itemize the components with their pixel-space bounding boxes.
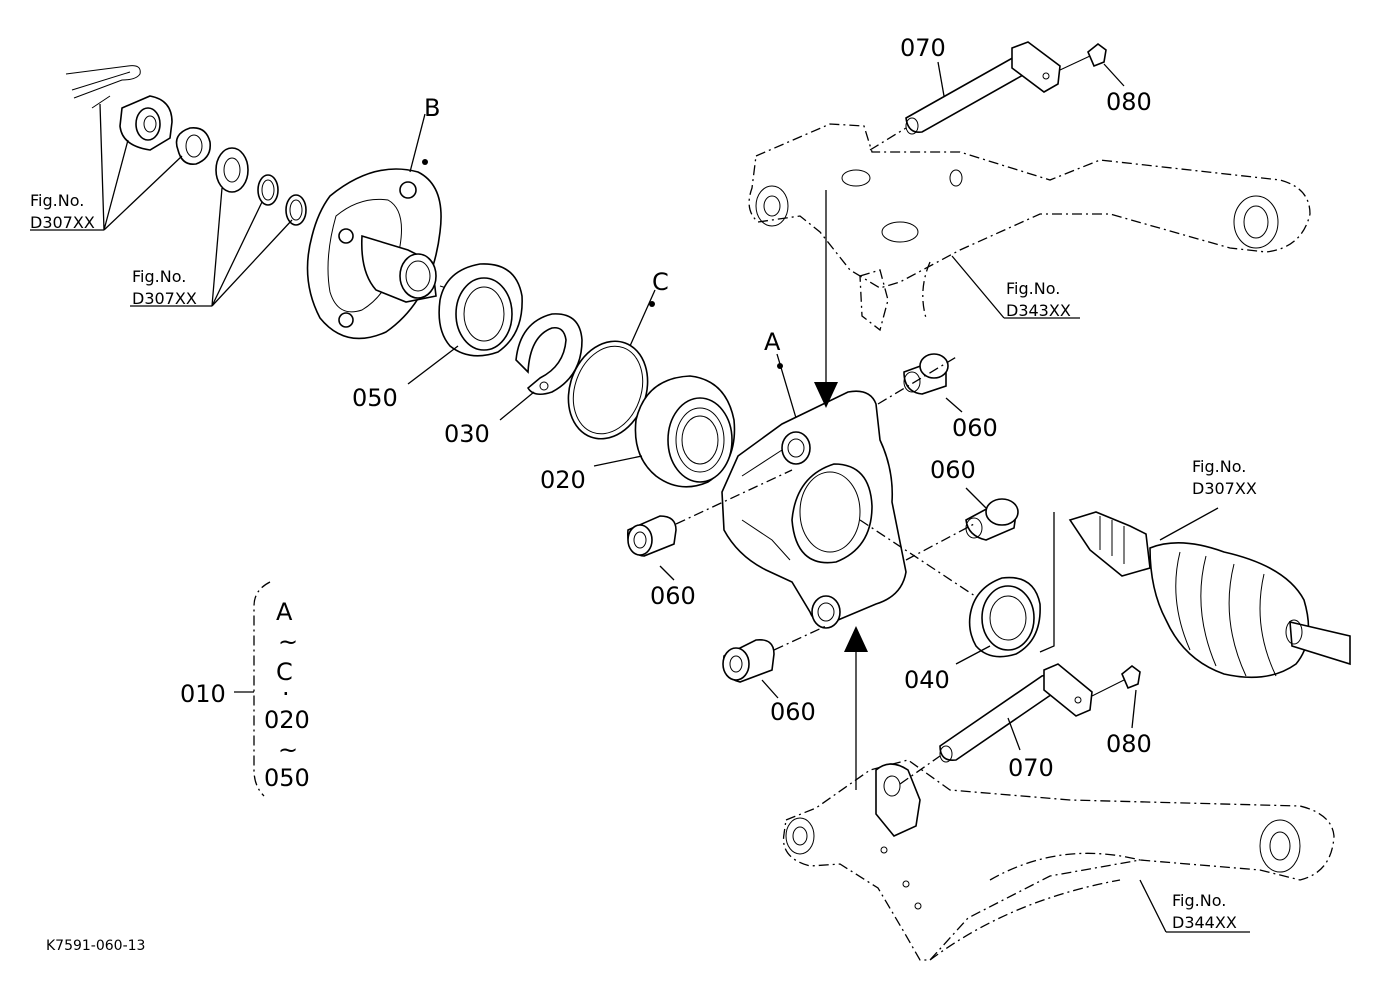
label-020: 020 xyxy=(540,466,586,494)
lock-washer-part xyxy=(175,126,212,166)
label-030: 030 xyxy=(444,420,490,448)
figref-4-line2: D307XX xyxy=(1192,479,1257,498)
bushing-060-a-part xyxy=(903,353,949,395)
label-060-c: 060 xyxy=(650,582,696,610)
assembly-line-050: 050 xyxy=(264,764,310,792)
callout-c: C xyxy=(652,268,669,296)
callout-a: A xyxy=(764,328,781,356)
castle-nut-part xyxy=(119,95,173,151)
assembly-line-a: A xyxy=(276,598,293,626)
label-070-top: 070 xyxy=(900,34,946,62)
assembly-tilde-1: ~ xyxy=(278,628,298,656)
hub-flange-part xyxy=(306,168,481,340)
snap-ring-030-part xyxy=(515,313,583,396)
assembly-code-010: 010 xyxy=(180,680,226,708)
label-070-bottom: 070 xyxy=(1008,754,1054,782)
label-060-b: 060 xyxy=(930,456,976,484)
label-080-top: 080 xyxy=(1106,88,1152,116)
oil-seal-050-part xyxy=(438,263,523,357)
figref-2-line1: Fig.No. xyxy=(132,267,186,286)
label-060-d: 060 xyxy=(770,698,816,726)
oil-seal-040-part xyxy=(968,576,1041,658)
figref-3-line1: Fig.No. xyxy=(1006,279,1060,298)
assembly-line-020: 020 xyxy=(264,706,310,734)
label-060-a: 060 xyxy=(952,414,998,442)
bearing-020-part xyxy=(634,375,736,488)
bolt-080-bottom-part xyxy=(1091,664,1141,697)
bolt-080-top-part xyxy=(1059,42,1107,71)
label-080-bottom: 080 xyxy=(1106,730,1152,758)
bushing-060-b-part xyxy=(965,498,1019,541)
small-ring-2-part xyxy=(285,194,307,226)
assembly-tilde-2: ~ xyxy=(278,736,298,764)
assembly-dot: · xyxy=(282,680,290,708)
label-040: 040 xyxy=(904,666,950,694)
figref-1-line2: D307XX xyxy=(30,213,95,232)
knuckle-housing-part xyxy=(721,390,907,629)
figref-2-line2: D307XX xyxy=(132,289,197,308)
pivot-pin-070-bottom-part xyxy=(939,663,1093,763)
assembly-line-c: C xyxy=(276,658,293,686)
pivot-pin-070-top-part xyxy=(905,41,1061,135)
document-id: K7591-060-13 xyxy=(46,938,145,954)
bushing-060-d-part xyxy=(722,638,775,683)
label-050: 050 xyxy=(352,384,398,412)
bushing-060-c-part xyxy=(627,515,677,557)
lower-arm-assembly-part xyxy=(782,759,1335,961)
callout-b: B xyxy=(424,94,440,122)
figref-3-line2: D343XX xyxy=(1006,301,1071,320)
figref-4-line1: Fig.No. xyxy=(1192,457,1246,476)
drive-shaft-part xyxy=(1068,511,1351,679)
flat-washer-part xyxy=(215,147,249,193)
figref-1-line1: Fig.No. xyxy=(30,191,84,210)
assembly-bracket xyxy=(234,581,271,797)
figref-5-line2: D344XX xyxy=(1172,913,1237,932)
small-ring-1-part xyxy=(257,174,279,206)
figref-5-line1: Fig.No. xyxy=(1172,891,1226,910)
cotter-pin-part xyxy=(65,65,141,109)
upper-arm-assembly-part xyxy=(748,123,1311,332)
